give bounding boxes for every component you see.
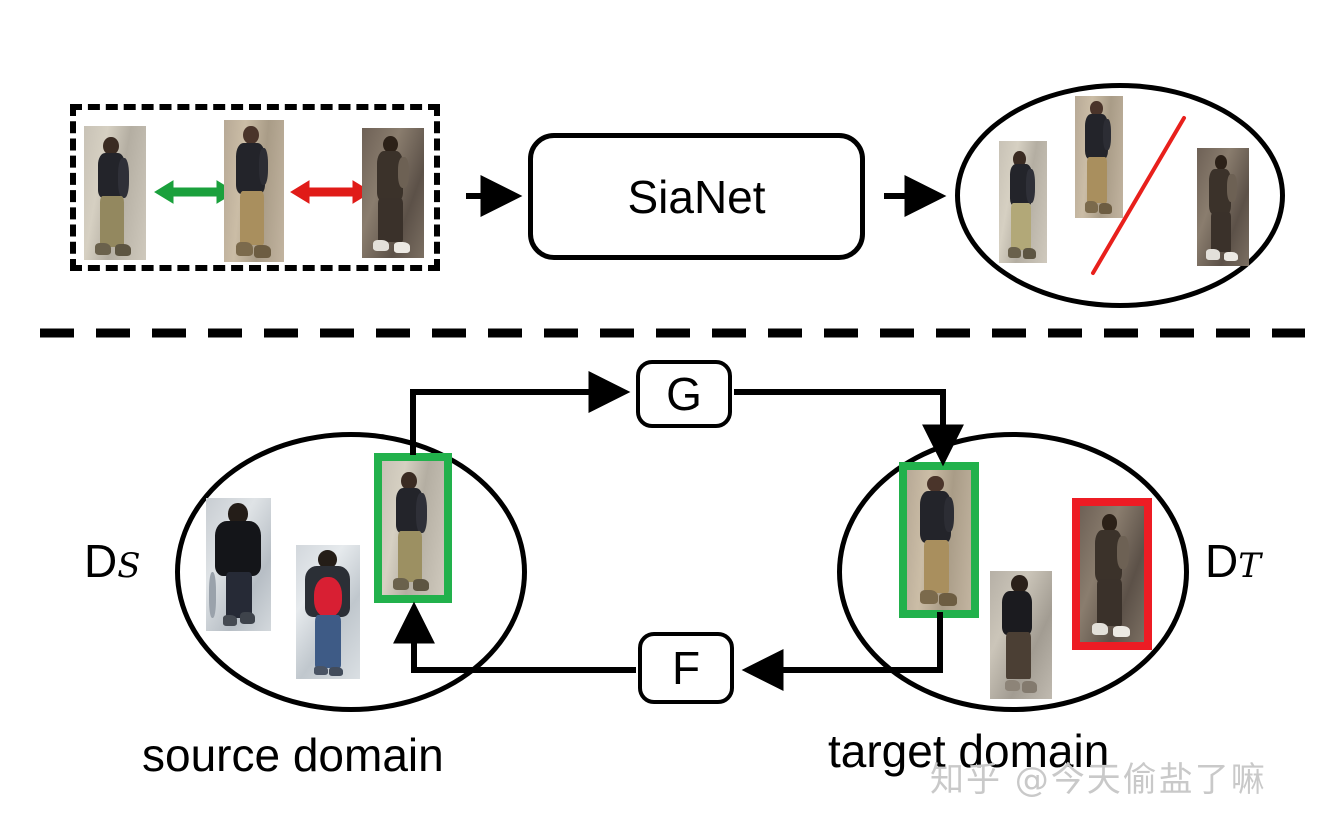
thumb-top-anchor [84,126,146,260]
sianet-box[interactable]: SiaNet [528,133,865,260]
target-domain-ellipse [837,432,1189,712]
target-symbol-subscript: T [1238,546,1261,586]
sianet-label: SiaNet [627,170,766,223]
dissimilar-arrow-red [289,172,373,212]
source-domain-caption: source domain [142,729,444,781]
watermark: 知乎 @今天偷盐了嘛 [930,760,1267,800]
source-symbol-subscript: S [117,546,141,586]
thumb-tgt-tee [990,571,1052,699]
thumb-out-positive [1075,96,1123,218]
thumb-top-negative [362,128,424,258]
thumb-out-anchor [999,141,1047,263]
input-triplet-dashed-frame [70,104,440,271]
embedding-space-ellipse [955,83,1285,308]
target-domain-symbol: DT [1205,534,1261,588]
mapping-box-g[interactable]: G [636,360,732,428]
path-source-to-g [410,371,631,455]
mapping-box-f[interactable]: F [638,632,734,704]
thumb-src-coat [206,498,271,631]
thumb-src-anchor-highlighted[interactable] [382,461,444,595]
thumb-tgt-translated-highlighted[interactable] [907,470,971,610]
source-domain-symbol: DS [84,534,141,588]
thumb-top-positive [224,120,284,262]
mapping-f-label: F [671,642,701,694]
path-g-to-target [734,389,964,467]
backpack [313,577,343,618]
mapping-g-label: G [666,368,702,420]
source-domain-ellipse [175,432,527,712]
target-symbol-main: D [1205,535,1239,587]
thumb-out-negative [1197,148,1249,266]
target-domain-caption: target domain [828,725,1110,777]
thumb-src-backpack [296,545,360,679]
thumb-tgt-negative-highlighted[interactable] [1080,506,1144,642]
source-symbol-main: D [84,535,118,587]
